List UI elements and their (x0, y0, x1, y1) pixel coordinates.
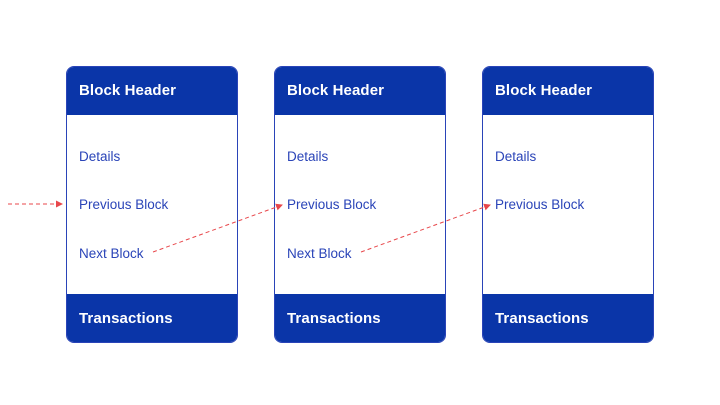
next-block-field: Next Block (79, 246, 144, 261)
block-card-2: Block Header Details Previous Block Next… (274, 66, 446, 343)
previous-block-field: Previous Block (287, 197, 377, 212)
transactions-footer: Transactions (67, 294, 237, 342)
block-card-3: Block Header Details Previous Block Tran… (482, 66, 654, 343)
block-header-title: Block Header (67, 67, 237, 115)
block-header-title: Block Header (483, 67, 653, 115)
previous-block-field: Previous Block (79, 197, 169, 212)
details-field: Details (79, 149, 121, 164)
block-header-title: Block Header (275, 67, 445, 115)
details-field: Details (287, 149, 329, 164)
previous-block-field: Previous Block (495, 197, 585, 212)
transactions-footer: Transactions (483, 294, 653, 342)
next-block-field: Next Block (287, 246, 352, 261)
details-field: Details (495, 149, 537, 164)
block-card-1: Block Header Details Previous Block Next… (66, 66, 238, 343)
transactions-footer: Transactions (275, 294, 445, 342)
